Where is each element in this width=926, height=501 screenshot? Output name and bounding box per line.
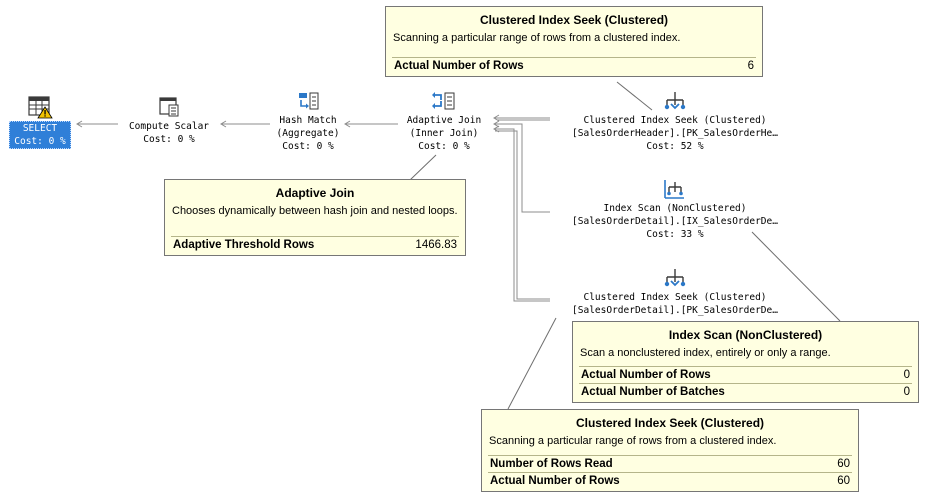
select-table-icon — [28, 96, 53, 119]
tooltip-seek-header-desc: Scanning a particular range of rows from… — [393, 32, 681, 44]
tooltip-seek-detail-row: Number of Rows Read 60 — [488, 455, 852, 472]
tooltip-adaptive-join-row: Adaptive Threshold Rows 1466.83 — [171, 236, 459, 253]
adaptive-join-cost: Cost: 0 % — [418, 141, 470, 152]
scan-detail-name: Index Scan (NonClustered) — [603, 203, 747, 214]
tooltip-seek-header-title: Clustered Index Seek (Clustered) — [479, 13, 669, 27]
hash-match-name: Hash Match — [279, 115, 337, 126]
tooltip-seek-detail-row: Actual Number of Rows 60 — [488, 472, 852, 489]
operator-adaptive-join[interactable]: Adaptive Join (Inner Join) Cost: 0 % — [396, 90, 492, 153]
row-value: 60 — [837, 458, 850, 470]
pointer-adaptive-join — [409, 154, 437, 181]
tooltip-scan-detail-title: Index Scan (NonClustered) — [668, 328, 823, 342]
operator-scan-sales-order-detail[interactable]: Index Scan (NonClustered) [SalesOrderDet… — [552, 178, 798, 241]
arrow-seekdetail-to-join — [495, 128, 550, 302]
pointer-seek-header — [616, 81, 653, 111]
tooltip-seek-header-row: Actual Number of Rows 6 — [392, 57, 756, 74]
row-label: Actual Number of Rows — [581, 369, 711, 381]
hash-match-cost: Cost: 0 % — [282, 141, 334, 152]
scan-detail-cost: Cost: 33 % — [646, 229, 704, 240]
tooltip-scan-detail-desc: Scan a nonclustered index, entirely or o… — [580, 347, 831, 359]
tooltip-seek-detail: Clustered Index Seek (Clustered) Scannin… — [481, 409, 859, 492]
row-value: 60 — [837, 475, 850, 487]
row-label: Adaptive Threshold Rows — [173, 239, 315, 251]
warning-icon — [37, 106, 53, 119]
pointer-scan-detail — [751, 231, 841, 322]
pointer-seek-detail — [507, 317, 557, 410]
tooltip-scan-detail-row: Actual Number of Batches 0 — [579, 383, 912, 400]
seek-header-name: Clustered Index Seek (Clustered) — [583, 115, 767, 126]
row-label: Actual Number of Rows — [490, 475, 620, 487]
arrow-scan-to-join — [495, 123, 550, 213]
select-name: SELECT — [22, 123, 58, 134]
tooltip-adaptive-join: Adaptive Join Chooses dynamically betwee… — [164, 179, 466, 256]
select-cost: Cost: 0 % — [14, 136, 66, 147]
row-label: Number of Rows Read — [490, 458, 613, 470]
operator-hash-match[interactable]: Hash Match (Aggregate) Cost: 0 % — [268, 90, 348, 153]
row-value: 1466.83 — [415, 239, 457, 251]
clustered-index-seek-icon — [664, 92, 686, 110]
clustered-index-seek-icon — [664, 269, 686, 287]
hash-match-icon — [299, 92, 319, 110]
tooltip-adaptive-join-desc: Chooses dynamically between hash join an… — [172, 205, 458, 217]
row-value: 0 — [903, 369, 910, 381]
row-label: Actual Number of Rows — [394, 60, 524, 72]
tooltip-scan-detail: Index Scan (NonClustered) Scan a nonclus… — [572, 321, 919, 403]
operator-select[interactable]: SELECT Cost: 0 % — [6, 95, 74, 149]
select-selected-label: SELECT Cost: 0 % — [9, 121, 71, 149]
tooltip-scan-detail-row: Actual Number of Rows 0 — [579, 366, 912, 383]
compute-scalar-name: Compute Scalar — [128, 121, 210, 132]
tooltip-seek-header: Clustered Index Seek (Clustered) Scannin… — [385, 6, 763, 77]
scan-detail-object: [SalesOrderDetail].[IX_SalesOrderDe… — [572, 216, 778, 227]
compute-scalar-icon — [159, 97, 179, 117]
operator-seek-sales-order-header[interactable]: Clustered Index Seek (Clustered) [SalesO… — [552, 90, 798, 153]
tooltip-seek-detail-desc: Scanning a particular range of rows from… — [489, 435, 777, 447]
compute-scalar-cost: Cost: 0 % — [143, 134, 195, 145]
seek-detail-object: [SalesOrderDetail].[PK_SalesOrderDe… — [572, 305, 778, 316]
tooltip-adaptive-join-title: Adaptive Join — [275, 186, 355, 200]
adaptive-join-name: Adaptive Join — [406, 115, 482, 126]
row-label: Actual Number of Batches — [581, 386, 725, 398]
hash-match-sub: (Aggregate) — [276, 128, 340, 139]
operator-compute-scalar[interactable]: Compute Scalar Cost: 0 % — [120, 96, 218, 146]
operator-seek-sales-order-detail[interactable]: Clustered Index Seek (Clustered) [SalesO… — [552, 267, 798, 317]
tooltip-seek-detail-title: Clustered Index Seek (Clustered) — [575, 416, 765, 430]
row-value: 0 — [903, 386, 910, 398]
seek-header-object: [SalesOrderHeader].[PK_SalesOrderHe… — [572, 128, 778, 139]
row-value: 6 — [747, 60, 754, 72]
adaptive-join-icon — [432, 92, 455, 110]
seek-detail-name: Clustered Index Seek (Clustered) — [583, 292, 767, 303]
adaptive-join-sub: (Inner Join) — [409, 128, 479, 139]
index-scan-icon — [664, 180, 684, 199]
seek-header-cost: Cost: 52 % — [646, 141, 704, 152]
